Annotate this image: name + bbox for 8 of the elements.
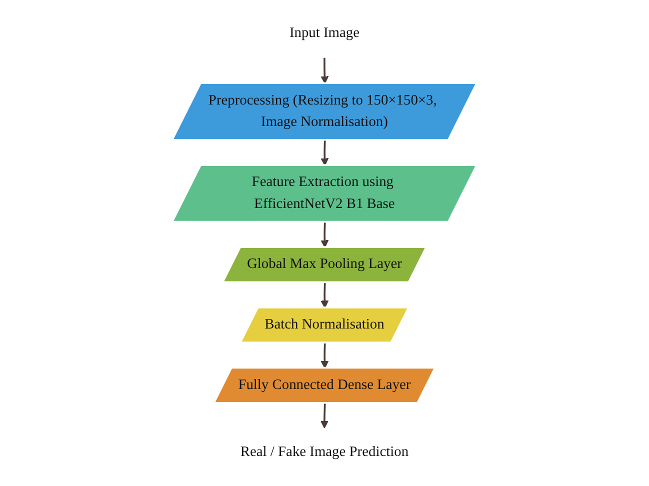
arrow	[320, 342, 329, 369]
arrow	[320, 222, 329, 248]
node-text: Real / Fake Image Prediction	[240, 444, 409, 460]
node-text: Input Image	[289, 25, 360, 41]
arrow	[320, 282, 329, 308]
arrow	[320, 140, 329, 166]
arrow	[320, 58, 329, 84]
arrow	[320, 403, 328, 428]
